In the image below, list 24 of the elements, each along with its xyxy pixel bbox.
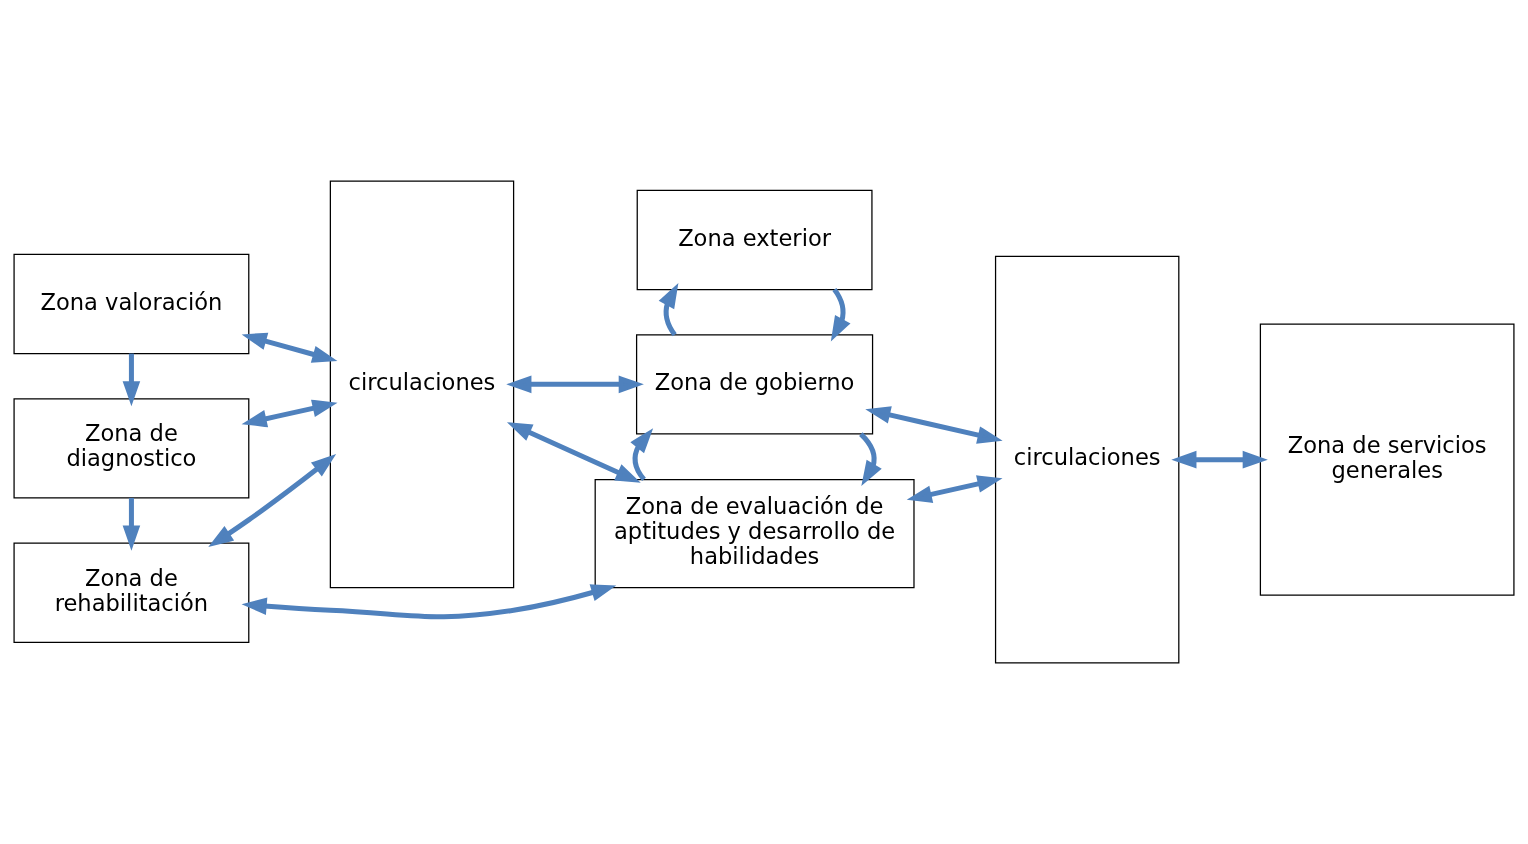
node-box: Zona de diagnostico [13,398,250,499]
arrow [241,584,617,620]
arrow [208,454,337,548]
node-box: Zona de rehabilitación [13,542,250,643]
arrow [906,475,1003,503]
node-box: Zona de gobierno [636,334,874,435]
arrow [830,288,851,342]
arrow [865,406,1003,444]
arrow [122,497,141,551]
arrow [122,353,141,407]
node-box: Zona de evaluación de aptitudes y desarrollo de habilidades [594,479,915,589]
node-box: circulaciones [994,255,1180,664]
node-box: Zona valoración [13,253,250,355]
arrow [1171,450,1268,469]
arrow [658,282,679,337]
arrow [506,375,644,394]
arrow [506,422,641,483]
node-box: circulaciones [329,180,515,589]
node-box: Zona exterior [636,189,873,291]
arrow [241,399,338,428]
arrow [859,432,882,486]
node-box: Zona de servicios generales [1259,323,1515,596]
arrow [241,332,338,363]
arrow [630,428,654,482]
